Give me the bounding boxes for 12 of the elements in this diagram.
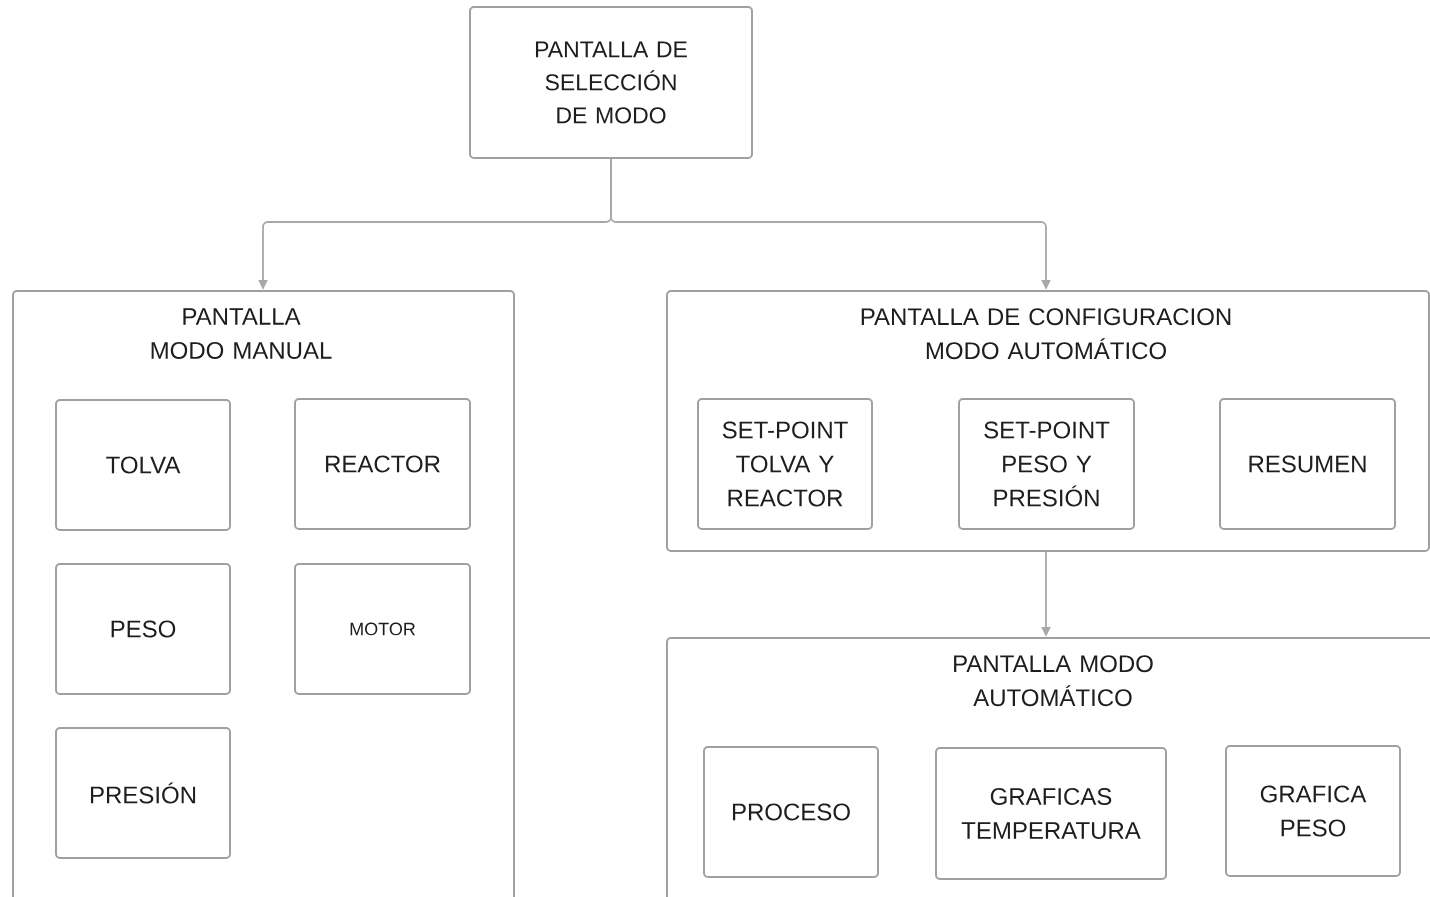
screen-box: PANTALLA DE SELECCIÓN DE MODO [469, 6, 753, 159]
screen-box: PROCESO [703, 746, 879, 878]
screen-box: PESO [55, 563, 231, 695]
screen-box: REACTOR [294, 398, 471, 530]
screen-box: GRAFICA PESO [1225, 745, 1401, 877]
screen-box: SET-POINT TOLVA Y REACTOR [697, 398, 873, 530]
screen-box: PRESIÓN [55, 727, 231, 859]
screen-box: MOTOR [294, 563, 471, 695]
screen-box: TOLVA [55, 399, 231, 531]
screen-box: GRAFICAS TEMPERATURA [935, 747, 1167, 880]
screen-box: RESUMEN [1219, 398, 1396, 530]
screen-box: SET-POINT PESO Y PRESIÓN [958, 398, 1135, 530]
